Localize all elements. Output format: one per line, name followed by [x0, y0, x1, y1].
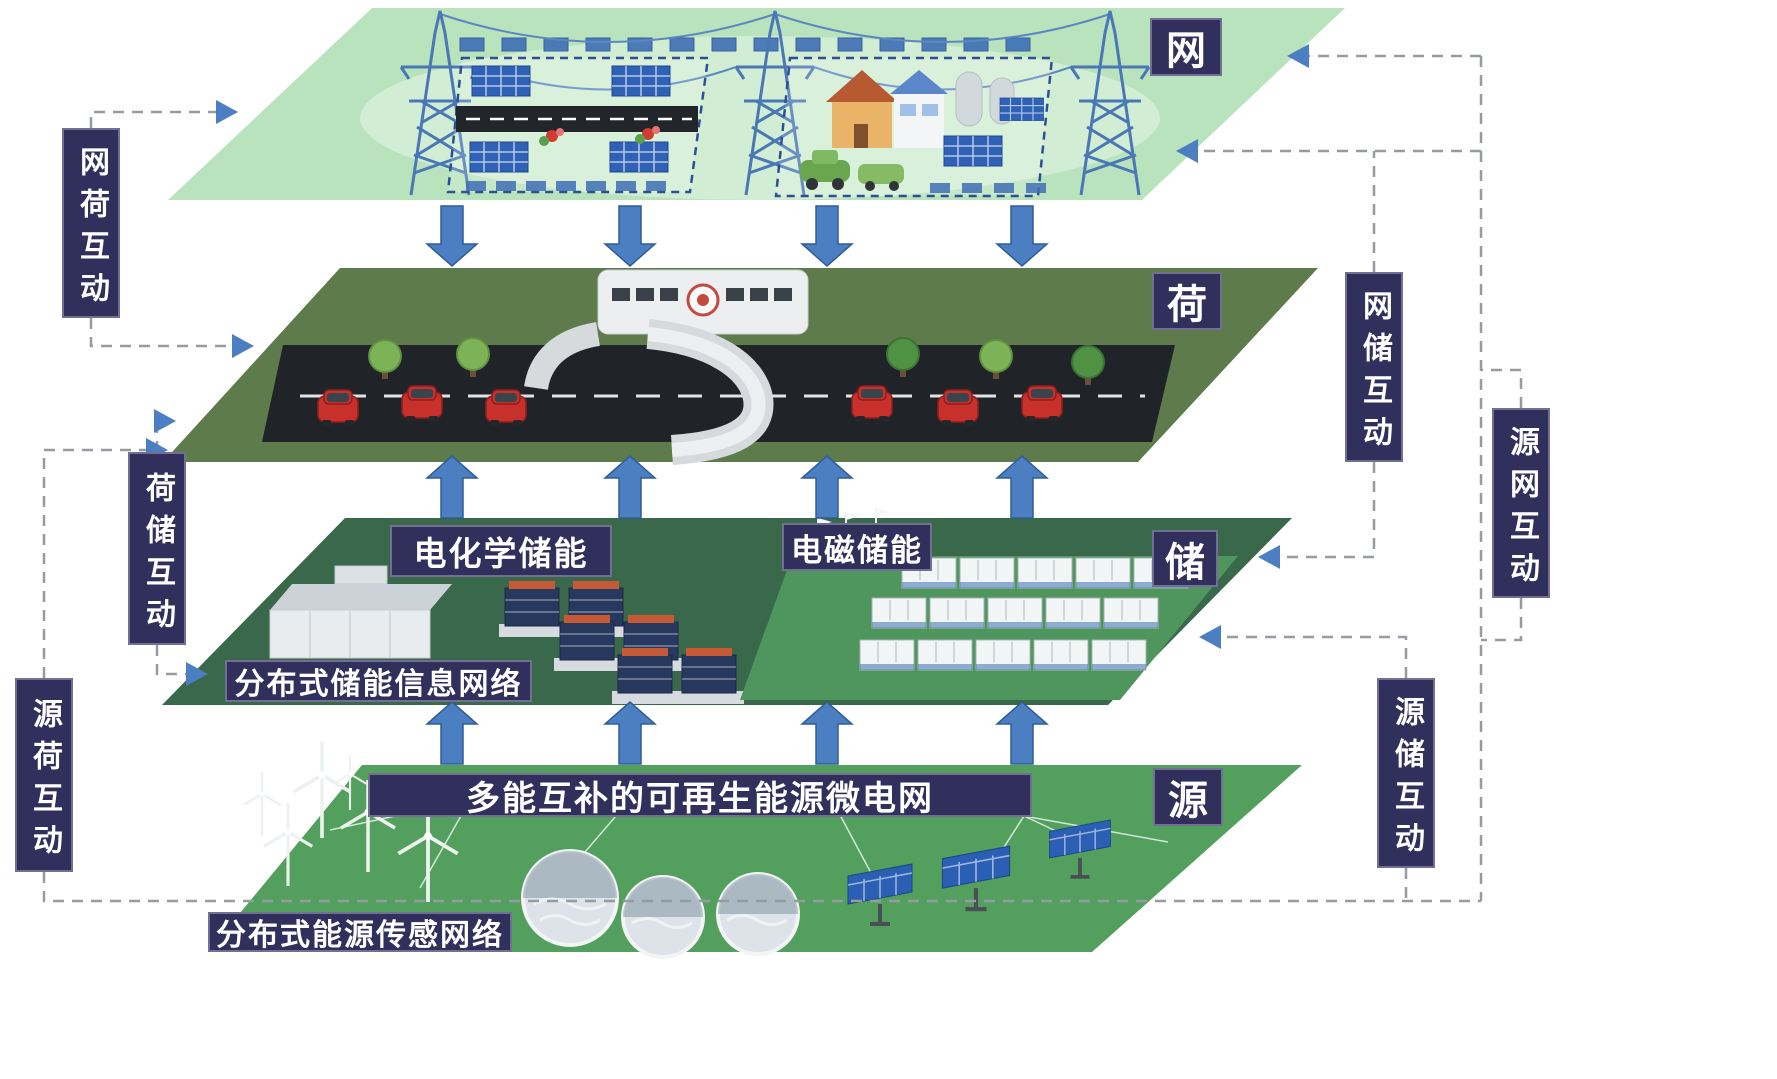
load-layer-art [262, 269, 1175, 465]
green-car-icon [858, 164, 904, 191]
energy-sensing-network-label: 分布式能源传感网络 [208, 912, 512, 952]
arrowhead-left-icon [1258, 545, 1280, 569]
red-car-icon [485, 389, 527, 427]
hydro-inset-icon [621, 875, 705, 959]
layer-tag-grid: 网 [1150, 18, 1222, 76]
dashed-connector-icon [155, 645, 194, 676]
connector-arrowheads [146, 44, 1309, 686]
hydro-inset-icon [716, 872, 800, 956]
arrowhead-right-icon [154, 409, 176, 433]
green-car-icon [800, 150, 850, 190]
dashed-connector-icon [1213, 635, 1408, 678]
storage-layer-art [269, 507, 1238, 705]
overpass-icon [524, 319, 774, 465]
flow-arrow-up-icon [425, 701, 1049, 765]
electromagnetic-storage-label: 电磁储能 [782, 523, 932, 571]
wind-turbine-icon [241, 770, 283, 838]
dashed-connector-icon [155, 419, 162, 452]
red-car-icon [401, 385, 443, 423]
source-layer-art [241, 739, 1169, 959]
dashed-connector-icon [42, 448, 154, 678]
interaction-source-grid: 源网互动 [1492, 408, 1550, 598]
red-car-icon [851, 385, 893, 423]
layer-tag-storage: 储 [1152, 530, 1218, 587]
interaction-source-storage: 源储互动 [1377, 678, 1435, 868]
house-icon [826, 70, 948, 148]
renewable-microgrid-label: 多能互补的可再生能源微电网 [368, 773, 1032, 818]
interaction-source-load: 源荷互动 [15, 678, 73, 872]
flow-arrow-down-icon [425, 205, 1049, 267]
storage-building-icon [269, 565, 452, 659]
red-car-icon [1021, 385, 1063, 423]
flow-arrow-up-icon [425, 455, 1049, 519]
dashed-connector-icon [42, 872, 1481, 903]
dashed-connector-icon [1481, 368, 1523, 408]
solar-array-icon [609, 141, 669, 173]
arrowhead-right-icon [216, 100, 238, 124]
solar-array-icon [999, 97, 1045, 122]
arrowhead-right-icon [186, 662, 208, 686]
arrowhead-left-icon [1287, 44, 1309, 68]
solar-array-icon [469, 141, 529, 173]
storage-container-icon [859, 557, 1189, 671]
interaction-grid-storage: 网储互动 [1345, 272, 1403, 462]
dashed-connector-icon [89, 110, 224, 128]
arrowhead-left-icon [1176, 139, 1198, 163]
grid-zone-right [774, 56, 1054, 198]
interaction-grid-load: 网荷互动 [62, 128, 120, 318]
red-car-icon [937, 389, 979, 427]
solar-array-icon [943, 135, 1003, 167]
service-building-icon [597, 269, 809, 335]
dashed-connector-icon [1481, 598, 1523, 642]
interaction-load-storage: 荷储互动 [128, 452, 186, 645]
dashed-connector-icon [1272, 462, 1376, 559]
arrowhead-right-icon [232, 334, 254, 358]
solar-array-icon [611, 65, 671, 97]
solar-array-icon [471, 65, 531, 97]
hydro-inset-icon [521, 849, 619, 947]
dashed-connectors [42, 54, 1523, 903]
electrochemical-storage-label: 电化学储能 [390, 525, 612, 577]
grid-layer-art [399, 9, 1151, 198]
storage-info-network-label: 分布式储能信息网络 [225, 660, 532, 702]
red-car-icon [317, 389, 359, 427]
layer-tag-load: 荷 [1152, 272, 1222, 330]
arrowhead-left-icon [1199, 625, 1221, 649]
layer-tag-source: 源 [1153, 768, 1223, 826]
dashed-connector-icon [89, 318, 240, 348]
grid-zone-left [446, 56, 710, 194]
flow-arrows [425, 205, 1049, 765]
